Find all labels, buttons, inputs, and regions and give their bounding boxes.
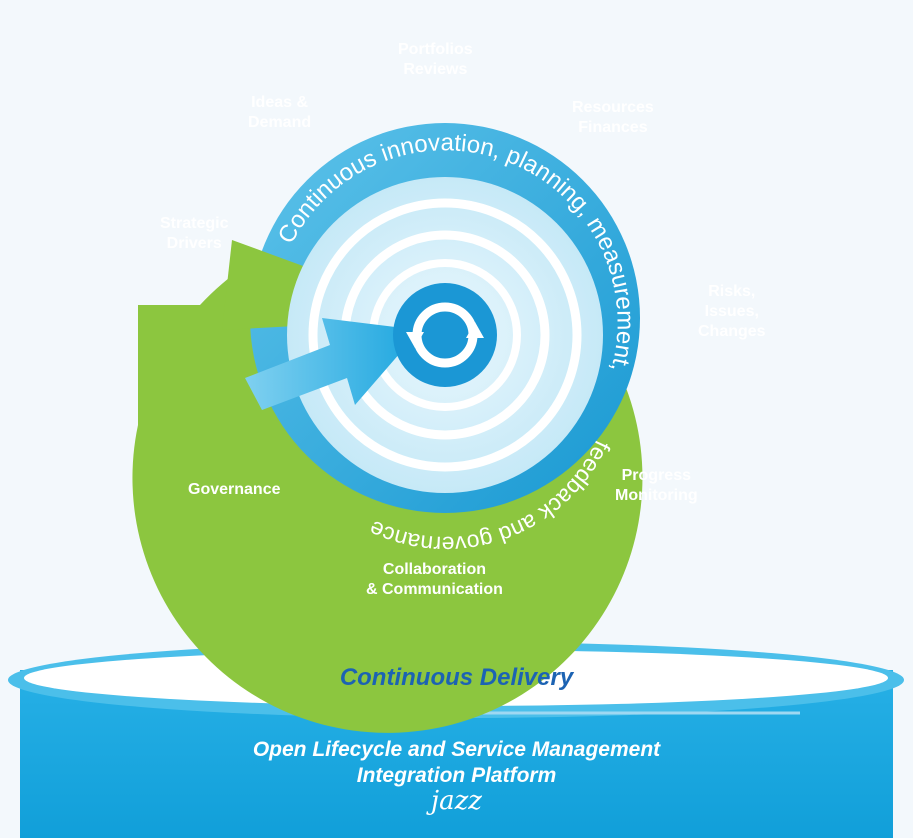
segment-line: Finances: [578, 119, 648, 136]
jazz-logo: jazz: [0, 786, 913, 816]
segment-line: Portfolios: [398, 41, 473, 58]
segment-line: Reviews: [403, 61, 468, 78]
segment-line: Monitoring: [615, 487, 698, 504]
segment-line: Ideas &: [251, 94, 309, 111]
cycle-icon-bg: [393, 283, 497, 387]
platform-title-line2: Integration Platform: [356, 764, 557, 787]
segment-risks-issues-changes: Risks, Issues, Changes: [698, 282, 766, 342]
segment-line: Risks,: [708, 283, 756, 300]
segment-line: Drivers: [166, 235, 222, 252]
jazz-logo-text: jazz: [431, 786, 482, 816]
segment-line: Changes: [698, 323, 766, 340]
segment-portfolios-reviews: Portfolios Reviews: [398, 40, 473, 80]
platform-title-line1: Open Lifecycle and Service Management: [252, 738, 661, 761]
segment-line: Collaboration: [382, 561, 486, 578]
segment-line: & Communication: [366, 581, 503, 598]
segment-line: Progress: [621, 467, 691, 484]
segment-line: Resources: [572, 99, 654, 116]
segment-resources-finances: Resources Finances: [572, 98, 654, 138]
segment-collaboration-communication: Collaboration & Communication: [366, 560, 503, 600]
core-ring-1: [308, 198, 582, 472]
big-arrow: [245, 318, 420, 410]
segment-governance: Governance: [188, 480, 280, 500]
segment-strategic-drivers: Strategic Drivers: [160, 214, 228, 254]
segment-progress-monitoring: Progress Monitoring: [615, 466, 698, 506]
segment-line: Demand: [248, 114, 312, 131]
segment-line: Issues,: [704, 303, 759, 320]
segment-line: Strategic: [160, 215, 229, 232]
continuous-delivery-label: Continuous Delivery: [339, 664, 574, 691]
segment-ideas-demand: Ideas & Demand: [248, 93, 311, 133]
segment-line: Governance: [188, 481, 281, 498]
